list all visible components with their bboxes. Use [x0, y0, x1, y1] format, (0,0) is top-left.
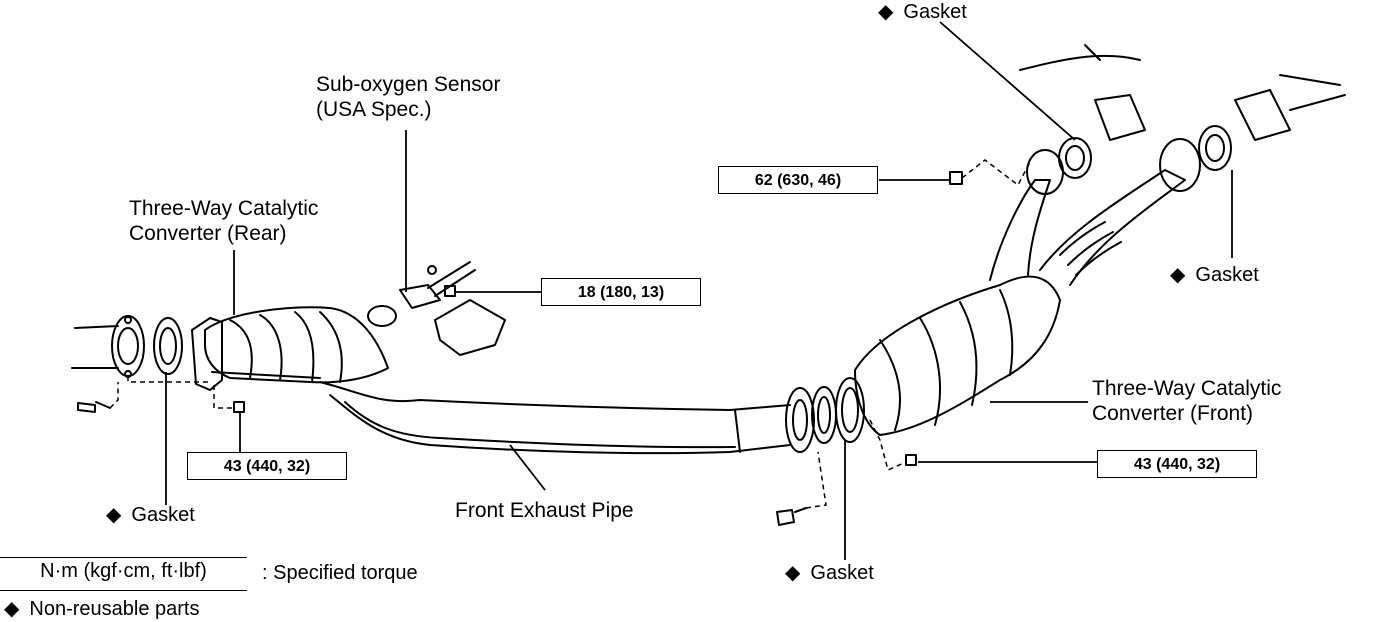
gasket-top-text: Gasket: [903, 1, 967, 23]
diamond-icon: ◆: [106, 504, 122, 526]
dashed-rear-nut: [213, 385, 234, 409]
converter-front-line2: Converter (Front): [1092, 402, 1254, 425]
middle-flange-gaskets: [785, 377, 865, 453]
front-exhaust-pipe: [319, 381, 791, 455]
converter-rear-label: Three-Way Catalytic Converter (Rear): [129, 196, 318, 246]
bracket: [434, 299, 506, 356]
front-y-pipes: [989, 169, 1186, 286]
dashed-front-nut: [869, 419, 907, 472]
dashed-bolt-left: [109, 382, 119, 409]
dashed-left: [127, 376, 210, 383]
dashed-bolt-mid: [805, 451, 827, 509]
gasket-top-label: ◆ Gasket: [878, 0, 967, 24]
left-pipe-flange: [71, 315, 145, 378]
sub-oxygen-sensor-part: [367, 261, 476, 327]
dashed-t62: [961, 159, 1031, 187]
leader-front-pipe: [509, 444, 546, 491]
converter-rear-line2: Converter (Rear): [129, 222, 287, 245]
rear-converter-body: [204, 306, 389, 384]
sub-oxygen-line1: Sub-oxygen Sensor: [316, 73, 501, 96]
leader-gasket-top: [939, 21, 1076, 141]
bolts: [77, 171, 963, 526]
sub-oxygen-sensor-label: Sub-oxygen Sensor (USA Spec.): [316, 72, 500, 122]
sub-oxygen-line2: (USA Spec.): [316, 98, 432, 121]
diamond-icon: ◆: [4, 598, 20, 620]
legend-unit-box: N·m (kgf·cm, ft·lbf): [0, 557, 247, 591]
legend-non-reusable: ◆ Non-reusable parts: [4, 596, 199, 622]
legend-unit-desc: : Specified torque: [262, 562, 418, 584]
torque-18: 18 (180, 13): [541, 278, 701, 306]
manifold-flanges: [1019, 44, 1346, 195]
gasket-right-text: Gasket: [1195, 264, 1259, 286]
diamond-icon: ◆: [1170, 264, 1186, 286]
diamond-icon: ◆: [785, 562, 801, 584]
gasket-bottom-label: ◆ Gasket: [785, 561, 874, 585]
torque-62: 62 (630, 46): [718, 166, 878, 194]
converter-front-label: Three-Way Catalytic Converter (Front): [1092, 376, 1281, 426]
gasket-right-label: ◆ Gasket: [1170, 263, 1259, 287]
front-converter-body: [854, 275, 1061, 436]
front-exhaust-pipe-label: Front Exhaust Pipe: [455, 499, 634, 522]
rear-converter-flange: [191, 317, 223, 391]
gasket-bottom-text: Gasket: [810, 562, 874, 584]
torque-43-front: 43 (440, 32): [1097, 450, 1257, 478]
gasket-left-label: ◆ Gasket: [106, 503, 195, 527]
converter-rear-line1: Three-Way Catalytic: [129, 197, 319, 220]
diamond-icon: ◆: [878, 1, 894, 23]
torque-43-rear: 43 (440, 32): [187, 452, 347, 480]
legend-non-reusable-text: Non-reusable parts: [29, 598, 200, 620]
converter-front-line1: Three-Way Catalytic: [1092, 377, 1282, 400]
gasket-left-text: Gasket: [131, 504, 195, 526]
rear-gasket-ring: [153, 317, 183, 375]
